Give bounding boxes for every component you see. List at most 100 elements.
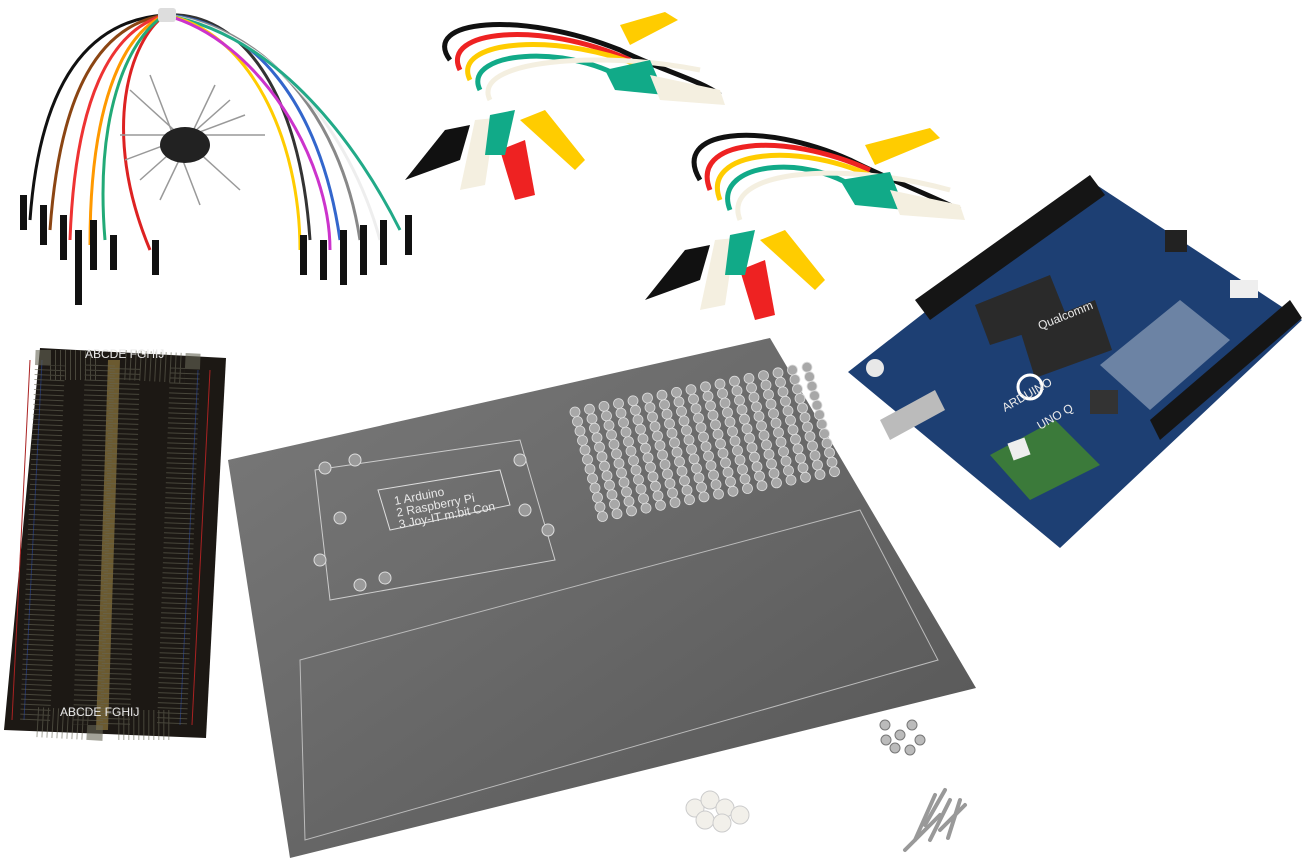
plate-hole (584, 403, 595, 415)
plate-hole (657, 449, 668, 461)
plate-hole (753, 410, 765, 422)
plate-hole (766, 458, 777, 470)
plate-hole (829, 466, 840, 478)
plate-hole (606, 429, 617, 441)
plate-hole (768, 467, 780, 479)
plate-hole (702, 390, 714, 402)
plate-hole (606, 489, 618, 501)
plate-hole (814, 409, 825, 421)
plate-hole (623, 436, 634, 448)
plate-hole (734, 454, 746, 466)
plate-hole (630, 464, 642, 476)
plate-hole (748, 391, 760, 403)
pin-header-bottom (1150, 300, 1302, 440)
plate-hole (770, 417, 782, 429)
plate-hole (799, 412, 811, 423)
plate-hole (599, 460, 610, 472)
plate-hole (592, 492, 603, 503)
plate-hole (785, 414, 796, 426)
arduino-uno-q-board: Qualcomm ARDUINO UNO Q (848, 175, 1302, 548)
plate-hole (613, 457, 625, 469)
plate-hole (611, 508, 623, 520)
nylon-spacers (685, 790, 750, 833)
plate-hole (621, 486, 632, 498)
plate-hole (732, 445, 743, 456)
plate-hole (780, 395, 791, 407)
plate-hole (640, 502, 652, 514)
plate-hole (594, 441, 605, 453)
plate-hole (785, 474, 797, 486)
plate-hole (710, 479, 722, 491)
plate-hole (577, 435, 588, 446)
plate-hole (652, 430, 663, 442)
plate-hole (676, 465, 688, 477)
plate-hole (705, 400, 716, 412)
plate-hole (734, 394, 745, 406)
plate-hole (715, 438, 726, 450)
plate-hole (758, 370, 769, 382)
plate-hole (778, 446, 789, 458)
plate-hole (613, 398, 624, 410)
plate-hole (761, 439, 772, 451)
plate-hole (628, 455, 639, 467)
plate-hole (572, 416, 583, 427)
plate-hole (685, 384, 697, 396)
plate-hole (804, 371, 815, 383)
plate-hole (597, 511, 608, 522)
plate-hole (695, 422, 707, 434)
plate-hole (717, 388, 728, 399)
plate-hole (700, 441, 712, 453)
cable-tie (158, 8, 176, 22)
reset-button (866, 359, 884, 377)
plate-hole (714, 378, 726, 390)
plate-hole (649, 421, 661, 432)
plate-hole (756, 420, 767, 432)
plate-hole (760, 379, 772, 391)
plate-hole (598, 400, 610, 412)
plate-hole (812, 459, 823, 471)
plate-hole (693, 412, 704, 424)
jumper-wires (28, 13, 402, 251)
plate-hole (814, 469, 826, 480)
plate-hole (618, 476, 630, 488)
breadboard-top-label: ABCDE FGHIJ (85, 347, 164, 361)
plate-hole (620, 426, 632, 438)
breadboard: ABCDE FGHIJ ABCDE FGHIJ (4, 347, 226, 741)
plate-hole (684, 494, 695, 506)
plate-hole (688, 393, 699, 405)
plate-hole (708, 469, 719, 481)
plate-hole (765, 398, 777, 410)
plate-hole (773, 427, 784, 439)
plate-hole (638, 493, 649, 505)
plate-hole (635, 423, 646, 435)
plate-hole (724, 416, 736, 428)
plate-hole (644, 402, 656, 413)
plate-hole (604, 479, 615, 491)
plate-hole (671, 386, 682, 398)
plate-hole (667, 487, 678, 499)
usb-c-port (880, 390, 945, 440)
plate-hole (589, 422, 600, 434)
plate-hole (669, 497, 681, 508)
pin-header-top (915, 175, 1105, 320)
plate-hole (655, 499, 666, 511)
plate-hole (792, 383, 803, 395)
plate-hole (727, 426, 738, 437)
qwiic-connector (1230, 280, 1258, 298)
plate-hole (809, 390, 820, 402)
plate-hole (698, 431, 709, 443)
plate-hole (705, 460, 717, 472)
plate-hole (582, 454, 593, 465)
plate-hole (587, 473, 598, 484)
arduino-logo (1016, 373, 1044, 401)
plate-hole (729, 375, 740, 387)
plate-hole (746, 442, 758, 454)
plate-hole (739, 413, 750, 425)
plate-hole (797, 462, 809, 474)
plate-hole (771, 477, 782, 489)
plate-hole (635, 483, 647, 495)
plate-hole (654, 440, 666, 451)
plate-hole (703, 450, 714, 462)
plate-hole (775, 436, 787, 448)
plate-hole (691, 462, 702, 474)
